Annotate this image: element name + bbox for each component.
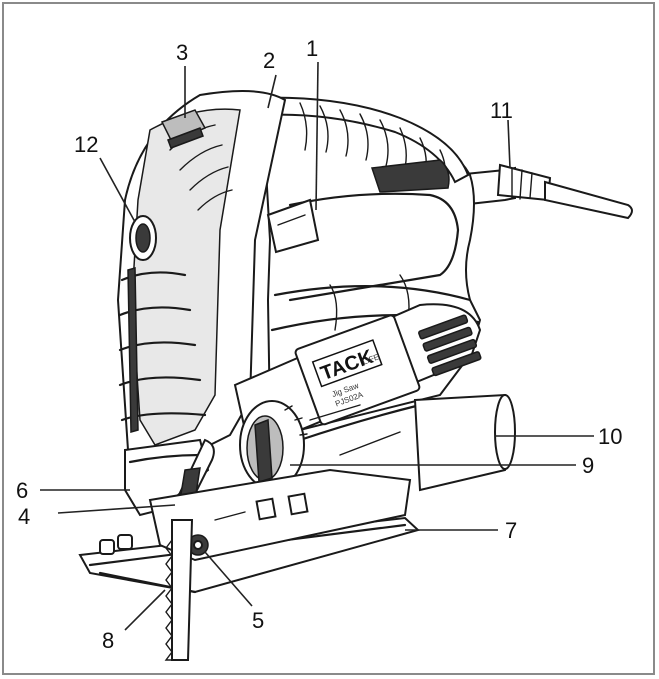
callout-10: 10 xyxy=(598,424,622,449)
leader-lines xyxy=(40,61,594,631)
leader-5 xyxy=(204,551,253,607)
orbital-dial xyxy=(239,400,308,490)
base-plate xyxy=(78,468,420,594)
callout-7: 7 xyxy=(505,518,517,543)
callout-1: 1 xyxy=(306,36,318,61)
leader-8 xyxy=(124,589,166,631)
leader-4 xyxy=(57,504,176,514)
leader-11 xyxy=(507,119,511,169)
callout-labels: 1 2 3 4 5 6 7 8 9 10 11 12 xyxy=(16,36,622,653)
callout-2: 2 xyxy=(263,48,275,73)
leader-1 xyxy=(315,61,319,211)
trigger-switch xyxy=(266,198,320,254)
leader-12 xyxy=(99,157,136,223)
saw-blade xyxy=(164,519,194,661)
callout-6: 6 xyxy=(16,478,28,503)
callout-8: 8 xyxy=(102,628,114,653)
speed-dial xyxy=(129,215,157,261)
callout-9: 9 xyxy=(582,453,594,478)
callout-5: 5 xyxy=(252,608,264,633)
callout-12: 12 xyxy=(74,132,98,157)
dust-port xyxy=(413,393,516,492)
leader-2 xyxy=(267,74,277,109)
power-cord xyxy=(453,163,633,220)
callout-4: 4 xyxy=(18,504,30,529)
front-grip xyxy=(116,90,287,472)
callout-11: 11 xyxy=(490,98,513,123)
callout-3: 3 xyxy=(176,40,188,65)
